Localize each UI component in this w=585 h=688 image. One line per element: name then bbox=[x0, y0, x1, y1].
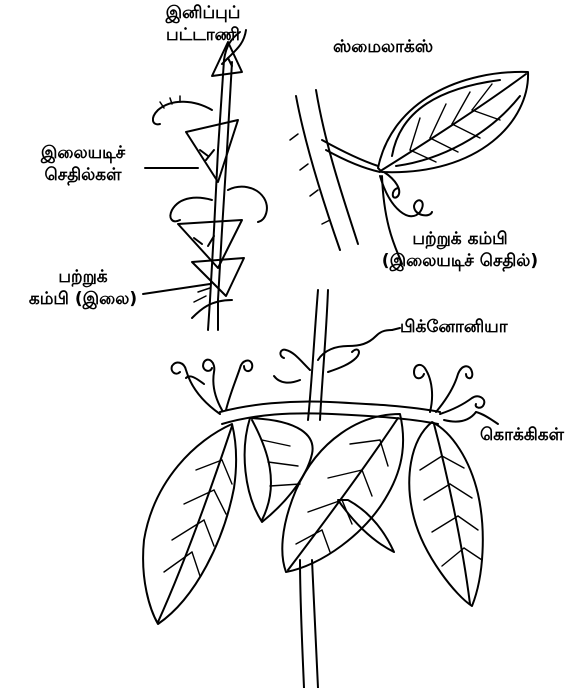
label-sweet-pea: இனிப்புப் பட்டாணி bbox=[148, 2, 258, 46]
pointer-bignonia bbox=[392, 328, 400, 330]
label-sweet-pea-line1: இனிப்புப் bbox=[148, 2, 258, 24]
label-sweet-pea-line2: பட்டாணி bbox=[148, 24, 258, 46]
label-pointer-lines bbox=[143, 168, 498, 424]
label-smilax: ஸ்மைலாக்ஸ் bbox=[333, 36, 433, 58]
label-leaf-base-stipules-line2: செதில்கள் bbox=[24, 164, 142, 186]
pointer-tendril-leaf bbox=[143, 284, 210, 294]
label-leaf-base-stipules: இலையடிச் செதில்கள் bbox=[24, 142, 142, 186]
label-tendril-stipule-line2: (இலையடிச் செதில்) bbox=[360, 250, 560, 272]
label-smilax-text: ஸ்மைலாக்ஸ் bbox=[333, 36, 433, 58]
label-bignonia-text: பிக்னோனியா bbox=[400, 316, 508, 338]
label-bignonia: பிக்னோனியா bbox=[400, 316, 508, 338]
label-tendril-leaf-line2: கம்பி (இலை) bbox=[20, 288, 146, 310]
label-tendril-stipule: பற்றுக் கம்பி (இலையடிச் செதில்) bbox=[360, 228, 560, 272]
label-hooks: கொக்கிகள் bbox=[480, 424, 564, 446]
label-hooks-text: கொக்கிகள் bbox=[480, 424, 564, 446]
label-tendril-leaf-line1: பற்றுக் bbox=[20, 266, 146, 288]
label-tendril-leaf: பற்றுக் கம்பி (இலை) bbox=[20, 266, 146, 310]
label-tendril-stipule-line1: பற்றுக் கம்பி bbox=[360, 228, 560, 250]
pointer-hooks bbox=[476, 412, 498, 424]
bignonia-drawing bbox=[143, 290, 484, 688]
pointer-tendril-stipule bbox=[412, 218, 432, 226]
label-leaf-base-stipules-line1: இலையடிச் bbox=[24, 142, 142, 164]
